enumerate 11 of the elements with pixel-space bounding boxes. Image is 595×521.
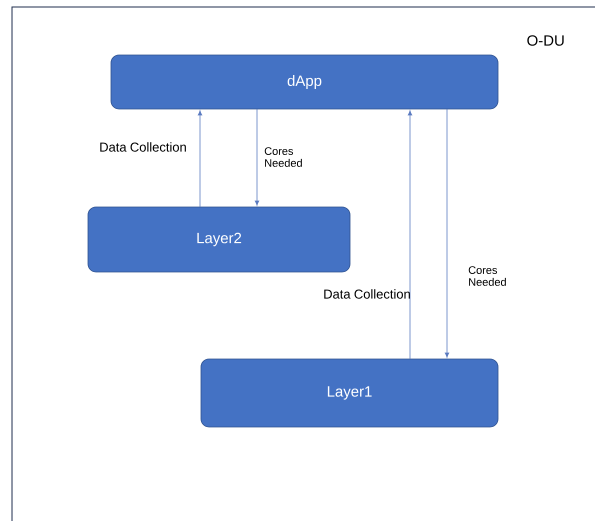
process-box: Layer2 [88, 206, 350, 272]
process-box: dApp [110, 54, 498, 110]
edge-label: Cores Needed [264, 147, 302, 167]
arrow [444, 109, 450, 358]
arrow [254, 109, 260, 206]
process-box: Layer1 [200, 358, 498, 428]
edge-label: Data Collection [100, 142, 186, 152]
edge-label: Cores Needed [468, 266, 506, 286]
arrow [408, 110, 412, 359]
arrow [198, 110, 202, 207]
edge-label: Data Collection [324, 289, 410, 299]
